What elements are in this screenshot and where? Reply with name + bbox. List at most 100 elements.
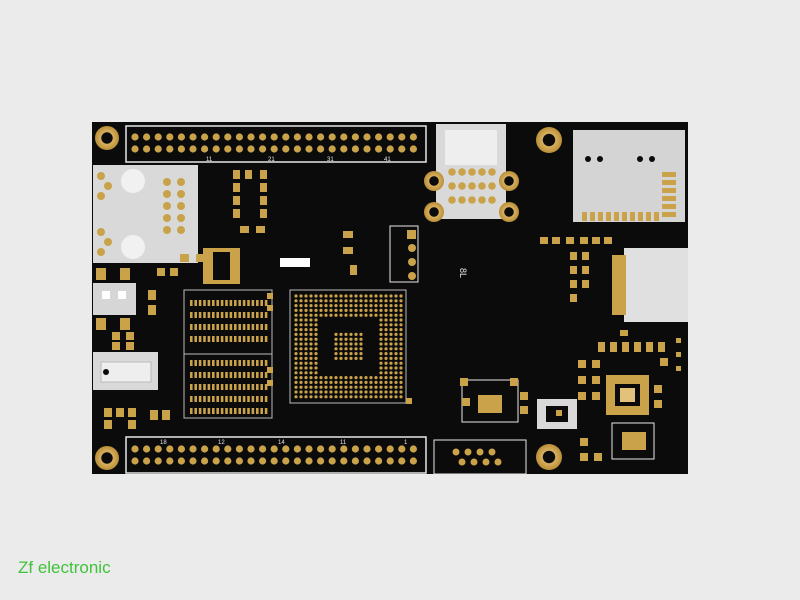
header-pin <box>259 133 267 141</box>
bga-ball <box>364 380 368 384</box>
header-pin <box>131 145 139 153</box>
bga-ball <box>394 352 398 356</box>
jack-pad <box>163 178 171 186</box>
bga-ball <box>379 352 383 356</box>
memory-pad <box>242 408 246 414</box>
smd-pad <box>267 305 273 311</box>
bga-ball <box>299 332 303 336</box>
sd-pad <box>662 180 676 185</box>
jack-pad <box>104 182 112 190</box>
smd-pad <box>580 438 588 446</box>
header-pin <box>293 457 301 465</box>
memory-pad <box>260 312 263 318</box>
bga-ball <box>399 352 403 356</box>
memory-pad <box>212 336 215 342</box>
memory-pad <box>264 336 268 342</box>
jack-pad <box>177 178 185 186</box>
bga-ball <box>314 299 318 303</box>
sd-pad <box>662 212 676 217</box>
bga-ball <box>399 356 403 360</box>
memory-pad <box>194 336 197 342</box>
bga-ball <box>359 294 363 298</box>
bga-ball <box>319 385 323 389</box>
bga-ball <box>324 304 328 308</box>
bga-ball <box>309 299 313 303</box>
sd-pad <box>662 188 676 193</box>
memory-pad <box>203 384 206 390</box>
bga-ball <box>359 342 363 346</box>
header-pin <box>398 145 406 153</box>
bga-ball <box>349 294 353 298</box>
bga-ball <box>339 356 343 360</box>
header-pin <box>305 457 313 465</box>
smd-pad <box>233 170 240 179</box>
header-pin <box>282 145 290 153</box>
memory-pad <box>251 360 255 366</box>
bga-ball <box>374 385 378 389</box>
bga-ball <box>334 332 338 336</box>
bga-ball <box>374 294 378 298</box>
header-pin <box>375 445 383 453</box>
header-pin <box>201 145 209 153</box>
memory-pad <box>216 396 219 402</box>
header-pin <box>386 133 394 141</box>
bga-ball <box>389 294 393 298</box>
memory-pad <box>220 396 224 402</box>
memory-pad <box>256 312 259 318</box>
connector-pad <box>478 196 486 204</box>
sd-pad <box>662 172 676 177</box>
bga-ball <box>389 352 393 356</box>
bga-ball <box>389 376 393 380</box>
bga-ball <box>309 385 313 389</box>
bga-ball <box>334 380 338 384</box>
bga-ball <box>344 347 348 351</box>
bga-ball <box>374 376 378 380</box>
sd-pad <box>638 212 643 221</box>
bga-ball <box>359 347 363 351</box>
memory-pad <box>264 360 268 366</box>
smd-pad <box>598 342 605 352</box>
bga-ball <box>384 376 388 380</box>
bga-ball <box>344 385 348 389</box>
bga-ball <box>319 294 323 298</box>
memory-pad <box>260 360 263 366</box>
resistor-pad <box>280 258 310 267</box>
memory-pad <box>234 324 237 330</box>
bga-ball <box>349 385 353 389</box>
smd-pad <box>580 237 588 244</box>
memory-pad <box>251 324 255 330</box>
serial-connector <box>424 124 519 222</box>
smd-pad <box>510 378 518 386</box>
smd-pad <box>260 183 267 192</box>
connector-pad <box>448 196 456 204</box>
bga-ball <box>364 376 368 380</box>
bga-ball <box>329 380 333 384</box>
smd-pad <box>592 237 600 244</box>
memory-pad <box>220 312 224 318</box>
bga-ball <box>399 361 403 365</box>
smd-pad <box>233 196 240 205</box>
bga-ball <box>359 352 363 356</box>
memory-pad <box>234 300 237 306</box>
memory-pad <box>190 372 193 378</box>
bga-ball <box>294 304 298 308</box>
bga-ball <box>399 318 403 322</box>
bga-ball <box>304 352 308 356</box>
bga-ball <box>359 385 363 389</box>
bga-ball <box>394 337 398 341</box>
memory-pad <box>260 372 263 378</box>
smd-pad <box>540 237 548 244</box>
bga-ball <box>379 337 383 341</box>
memory-pad <box>234 312 237 318</box>
smd-pad <box>462 398 470 406</box>
connector-pad <box>458 168 466 176</box>
bga-ball <box>394 323 398 327</box>
bga-ball <box>399 385 403 389</box>
bga-ball <box>294 313 298 317</box>
bga-ball <box>399 347 403 351</box>
smd-pad <box>260 170 267 179</box>
smd-pad <box>460 378 468 386</box>
bga-ball <box>314 376 318 380</box>
watermark-text: Zf electronic <box>18 558 111 577</box>
memory-pad <box>225 384 228 390</box>
